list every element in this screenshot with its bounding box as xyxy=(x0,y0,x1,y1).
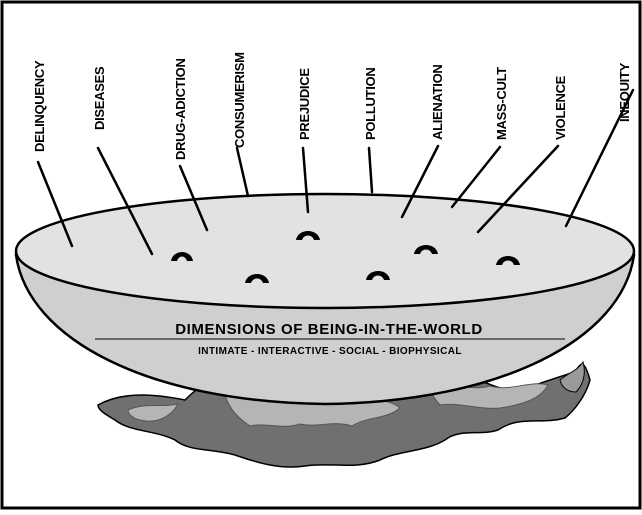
label-prejudice: PREJUDICE xyxy=(297,68,312,140)
bowl-subtitle: INTIMATE - INTERACTIVE - SOCIAL - BIOPHY… xyxy=(198,346,462,357)
label-drug-addiction: DRUG-ADICTION xyxy=(173,58,188,160)
label-mass-cult: MASS-CULT xyxy=(494,67,509,140)
label-diseases: DISEASES xyxy=(92,66,107,130)
label-pollution: POLLUTION xyxy=(363,68,378,140)
label-violence: VIOLENCE xyxy=(553,75,568,140)
label-inequity: INEQUITY xyxy=(617,62,632,122)
label-delinquency: DELINQUENCY xyxy=(32,60,47,152)
label-alienation: ALIENATION xyxy=(430,65,445,140)
label-consumerism: CONSUMERISM xyxy=(232,52,247,148)
soup-surface xyxy=(16,194,634,308)
bowl-title: DIMENSIONS OF BEING-IN-THE-WORLD xyxy=(175,321,483,338)
